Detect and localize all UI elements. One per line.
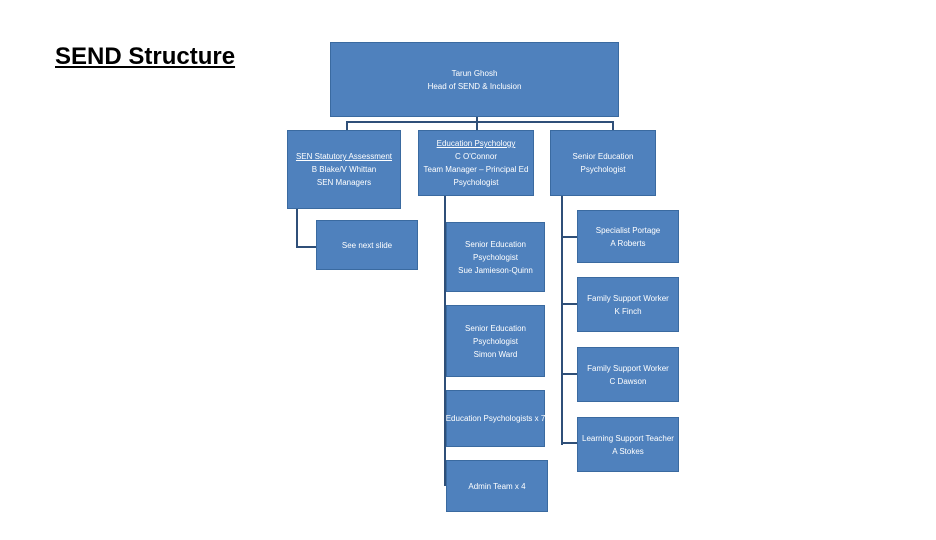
admin-text: Admin Team x 4 <box>468 481 526 491</box>
senior2-title: Senior Education <box>465 323 526 333</box>
education-psychologists-box: Education Psychologists x 7 <box>446 390 545 447</box>
learning-support-teacher-box: Learning Support Teacher A Stokes <box>577 417 679 472</box>
head-name: Tarun Ghosh <box>451 68 498 78</box>
head-role: Head of SEND & Inclusion <box>427 81 522 91</box>
admin-team-box: Admin Team x 4 <box>446 460 548 512</box>
connector-line <box>561 442 579 444</box>
fsw2-title: Family Support Worker <box>587 363 669 373</box>
senior2-role: Psychologist <box>473 336 518 346</box>
fsw1-title: Family Support Worker <box>587 293 669 303</box>
edpsych-role: Team Manager – Principal Ed <box>423 165 529 174</box>
senior1-name: Sue Jamieson-Quinn <box>458 265 533 275</box>
connector-line <box>296 246 316 248</box>
senior-right-title: Senior Education <box>572 152 634 161</box>
senior-psychologist-box: Senior Education Psychologist <box>550 130 656 196</box>
connector-line <box>476 116 478 130</box>
head-of-send-box: Tarun Ghosh Head of SEND & Inclusion <box>330 42 619 117</box>
sen-role: SEN Managers <box>316 178 372 187</box>
edpsych-role-2: Psychologist <box>453 178 499 187</box>
senior-psychologist-2-box: Senior Education Psychologist Simon Ward <box>446 305 545 377</box>
family-support-worker-2-box: Family Support Worker C Dawson <box>577 347 679 402</box>
see-next-slide-box: See next slide <box>316 220 418 270</box>
connector-line <box>561 373 579 375</box>
senior2-name: Simon Ward <box>473 349 518 359</box>
connector-line <box>346 121 348 130</box>
connector-line <box>561 195 563 445</box>
connector-line <box>561 236 579 238</box>
education-psychology-box: Education Psychology C O'Connor Team Man… <box>418 130 534 196</box>
sen-title: SEN Statutory Assessment <box>295 152 393 161</box>
family-support-worker-1-box: Family Support Worker K Finch <box>577 277 679 332</box>
edpsych-name: C O'Connor <box>455 152 497 161</box>
specialist-portage-box: Specialist Portage A Roberts <box>577 210 679 263</box>
connector-line <box>561 303 579 305</box>
edpsych-title: Education Psychology <box>436 139 516 148</box>
page-title: SEND Structure <box>55 43 236 70</box>
sen-statutory-box: SEN Statutory Assessment B Blake/V Whitt… <box>287 130 401 209</box>
senior1-title: Senior Education <box>465 239 526 249</box>
senior1-role: Psychologist <box>473 252 518 262</box>
sen-names: B Blake/V Whittan <box>311 165 377 174</box>
senior-psychologist-1-box: Senior Education Psychologist Sue Jamies… <box>446 222 545 292</box>
senior-right-role: Psychologist <box>580 165 626 174</box>
lst-title: Learning Support Teacher <box>582 433 674 443</box>
fsw2-name: C Dawson <box>609 376 647 386</box>
connector-line <box>346 121 614 123</box>
edpsychs-text: Education Psychologists x 7 <box>445 414 546 423</box>
portage-title: Specialist Portage <box>595 225 661 235</box>
see-next-slide-text: See next slide <box>341 240 393 250</box>
connector-line <box>296 208 298 248</box>
portage-name: A Roberts <box>610 238 646 248</box>
lst-name: A Stokes <box>612 446 644 456</box>
connector-line <box>612 121 614 130</box>
fsw1-name: K Finch <box>614 306 642 316</box>
